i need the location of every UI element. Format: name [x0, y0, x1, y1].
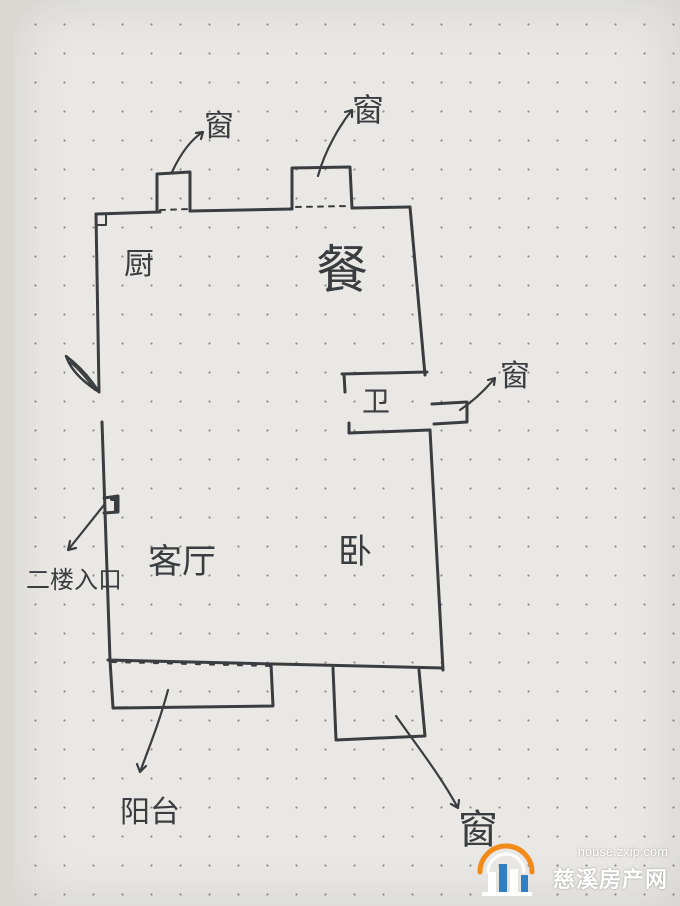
- window-box-right: [430, 400, 469, 426]
- window-box-top-right: [290, 165, 354, 211]
- wall-left-lower: [100, 420, 112, 662]
- wall-top: [94, 205, 412, 216]
- corner-mark: [95, 213, 107, 226]
- wall-bottom: [106, 658, 445, 670]
- arrow-top-left: [170, 130, 205, 174]
- label-stair-entrance: 二楼入口: [26, 566, 122, 594]
- window-box-bottom: [331, 666, 427, 742]
- watermark-site-name: 慈溪房产网: [552, 868, 668, 893]
- watermark-url: house.zxip.com: [577, 844, 668, 859]
- label-balcony: 阳台: [120, 795, 180, 830]
- label-window-top-right: 窗: [352, 91, 385, 129]
- door-swing: [64, 354, 101, 394]
- label-window-bottom: 窗: [458, 807, 498, 853]
- arrow-top-right: [316, 108, 354, 178]
- notebook-paper: [14, 0, 680, 906]
- wall-right-upper: [408, 205, 427, 377]
- arrow-bottom-window: [394, 714, 461, 810]
- arrow-balcony: [135, 688, 170, 774]
- arrow-right: [458, 376, 497, 412]
- label-living: 客厅: [148, 542, 216, 582]
- label-bathroom: 卫: [362, 385, 391, 418]
- label-window-top-left: 窗: [204, 109, 234, 144]
- arrow-stair: [66, 503, 106, 552]
- site-watermark: house.zxip.com 慈溪房产网: [474, 842, 674, 900]
- wall-left-upper: [94, 212, 101, 394]
- label-kitchen: 厨: [124, 247, 154, 282]
- label-bedroom: 卧: [338, 532, 372, 572]
- bathroom-walls: [340, 370, 432, 435]
- label-dining: 餐: [316, 241, 369, 301]
- window-dashes: [159, 205, 351, 211]
- label-window-right: 窗: [500, 359, 530, 394]
- balcony-box: [108, 658, 275, 710]
- wall-right-lower: [428, 428, 445, 672]
- building-logo-icon: [477, 843, 535, 896]
- window-box-top-left: [155, 170, 192, 214]
